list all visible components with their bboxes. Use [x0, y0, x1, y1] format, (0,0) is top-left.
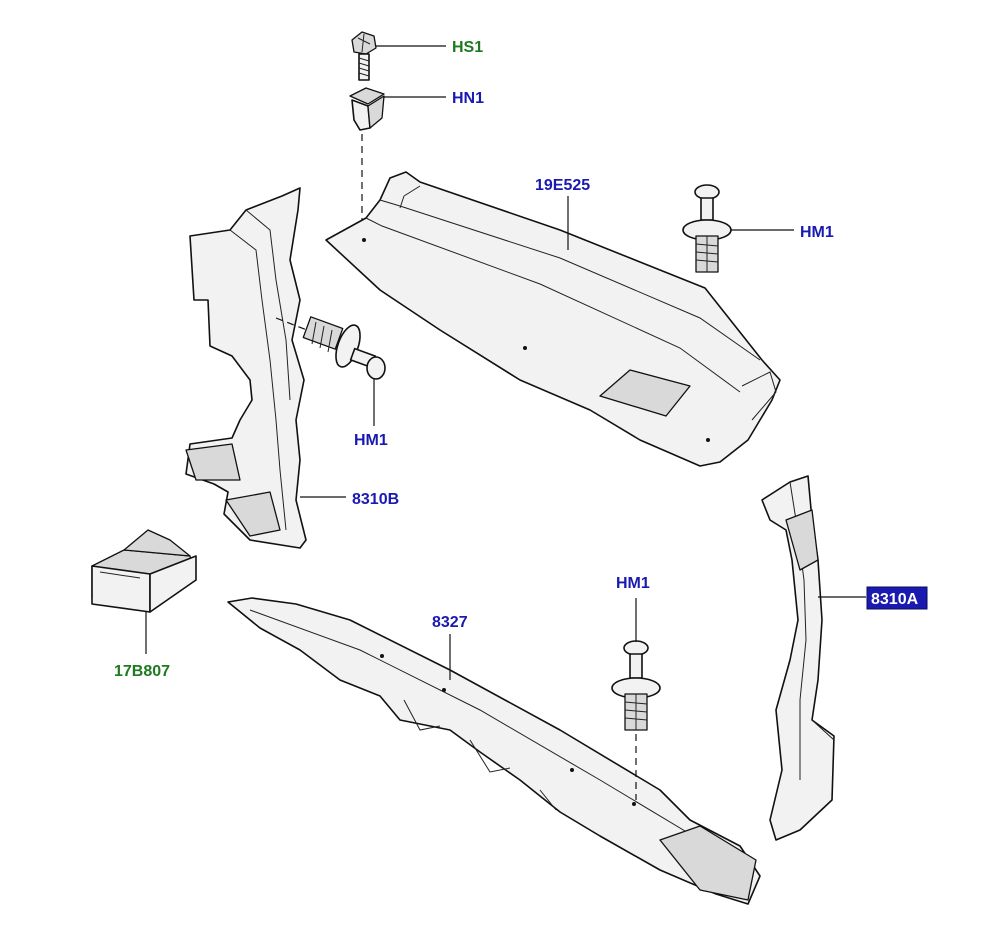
callout-8310b[interactable]: 8310B [352, 491, 399, 508]
rivet-hm1-top-right[interactable] [682, 184, 732, 273]
rivet-hm1-left[interactable] [275, 316, 386, 380]
callout-8327[interactable]: 8327 [432, 614, 468, 631]
side-air-deflector-8310b[interactable] [185, 187, 307, 549]
side-air-deflector-8310a[interactable] [761, 475, 835, 841]
rivet-hm1-bottom[interactable] [611, 640, 661, 731]
foam-block-17b807[interactable] [91, 529, 197, 613]
callout-hm1-left[interactable]: HM1 [354, 432, 388, 449]
callout-8310a[interactable]: 8310A [871, 591, 919, 608]
callout-8310a-selected[interactable]: 8310A [866, 586, 928, 610]
lower-air-deflector-8327[interactable] [227, 597, 761, 905]
callout-hm1-top-right[interactable]: HM1 [800, 224, 834, 241]
callout-17b807[interactable]: 17B807 [114, 663, 170, 680]
callout-19e525[interactable]: 19E525 [535, 177, 590, 194]
callout-hs1[interactable]: HS1 [452, 39, 483, 56]
callout-hn1[interactable]: HN1 [452, 90, 484, 107]
upper-air-deflector-19e525[interactable] [325, 171, 781, 467]
clip-nut-hn1[interactable] [349, 87, 385, 131]
screw-hs1[interactable] [351, 31, 377, 81]
callout-hm1-bottom[interactable]: HM1 [616, 575, 650, 592]
